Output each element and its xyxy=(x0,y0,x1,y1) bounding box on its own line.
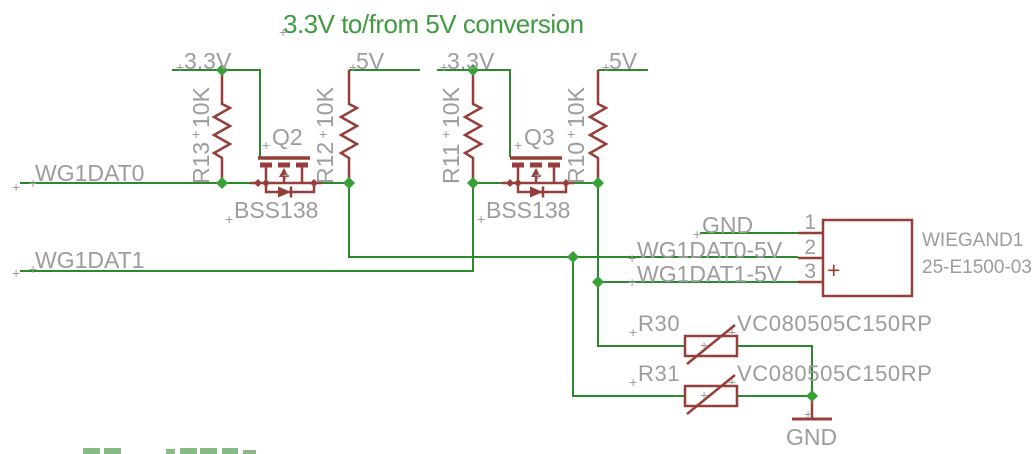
connector-pin-2-number: 2 xyxy=(804,236,816,259)
value-label-r11: 10K xyxy=(438,87,464,128)
value-label-r10: 10K xyxy=(563,87,589,128)
junction-dots xyxy=(216,64,818,402)
origin-cross: + xyxy=(628,250,637,266)
power-label-3v3-stage1: 3.3V xyxy=(184,48,232,74)
connector-polarity-mark: + xyxy=(827,257,841,283)
origin-cross: + xyxy=(628,274,637,290)
ref-label-r30: R30 xyxy=(638,311,681,336)
origin-cross: + xyxy=(442,126,451,142)
origin-cross: + xyxy=(602,59,611,75)
power-label-5v-stage2: 5V xyxy=(609,48,638,74)
ref-label-q3: Q3 xyxy=(524,124,555,150)
value-label-r12: 10K xyxy=(312,87,338,128)
origin-cross: + xyxy=(693,226,702,242)
varistor-r30 xyxy=(683,324,739,365)
origin-cross: + xyxy=(225,211,234,227)
ref-label-r12: R12 xyxy=(312,141,338,184)
ref-label-q2: Q2 xyxy=(272,124,303,150)
origin-cross: + xyxy=(567,126,576,142)
ref-label-r10: R10 xyxy=(563,141,589,184)
power-label-3v3-stage2: 3.3V xyxy=(447,48,495,74)
mosfet-q3 xyxy=(502,156,574,198)
origin-cross: + xyxy=(728,374,737,390)
origin-cross: + xyxy=(12,265,21,281)
value-label-r30: VC080505C150RP xyxy=(737,311,933,336)
origin-cross: + xyxy=(176,59,185,75)
origin-cross: + xyxy=(728,324,737,340)
ref-label-r31: R31 xyxy=(638,361,681,386)
value-label-q2: BSS138 xyxy=(234,197,319,223)
origin-cross: + xyxy=(29,261,38,277)
origin-cross: + xyxy=(514,137,523,153)
origin-cross: + xyxy=(29,175,38,191)
net-label-wg1dat0-5v: WG1DAT0-5V xyxy=(637,237,783,263)
value-label-q3: BSS138 xyxy=(486,197,571,223)
origin-cross: + xyxy=(534,167,543,183)
net-label-wg1dat1: WG1DAT1 xyxy=(35,247,145,273)
origin-cross: + xyxy=(440,59,449,75)
ref-label-r13: R13 xyxy=(188,141,214,184)
origin-cross: + xyxy=(262,137,271,153)
origin-cross: + xyxy=(700,387,709,403)
gnd-symbol-label: GND xyxy=(786,424,838,450)
value-label-r13: 10K xyxy=(188,87,214,128)
origin-cross: + xyxy=(700,337,709,353)
origin-cross: + xyxy=(629,374,638,390)
origin-cross: + xyxy=(279,24,288,40)
origin-cross: + xyxy=(349,59,358,75)
power-label-5v-stage1: 5V xyxy=(356,48,385,74)
mosfet-q2 xyxy=(250,156,322,198)
net-label-gnd-pin1: GND xyxy=(702,212,754,238)
value-label-r31: VC080505C150RP xyxy=(737,361,933,386)
net-label-wg1dat0: WG1DAT0 xyxy=(35,160,145,186)
cutoff-text-fragments xyxy=(83,448,256,454)
origin-cross: + xyxy=(477,211,486,227)
value-label-wiegand1: 25-E1500-03 xyxy=(922,257,1032,278)
ref-label-r11: R11 xyxy=(438,143,464,185)
varistor-r31 xyxy=(683,374,739,415)
origin-cross: + xyxy=(319,126,328,142)
net-label-wg1dat1-5v: WG1DAT1-5V xyxy=(637,261,783,287)
origin-cross: + xyxy=(282,167,291,183)
schematic-title: 3.3V to/from 5V conversion xyxy=(283,9,584,39)
origin-cross: + xyxy=(192,126,201,142)
resistor-r11 xyxy=(462,70,484,183)
connector-wiegand1 xyxy=(798,218,914,298)
net-wires xyxy=(20,69,813,398)
resistor-r12 xyxy=(338,70,360,183)
connector-pin-1-number: 1 xyxy=(804,211,816,234)
ref-label-wiegand1: WIEGAND1 xyxy=(922,230,1024,251)
connector-pin-3-number: 3 xyxy=(804,260,816,283)
origin-cross: + xyxy=(12,179,21,195)
origin-cross: + xyxy=(629,324,638,340)
origin-cross: + xyxy=(804,406,813,422)
resistor-r13 xyxy=(211,70,233,183)
resistor-r10 xyxy=(587,70,609,183)
